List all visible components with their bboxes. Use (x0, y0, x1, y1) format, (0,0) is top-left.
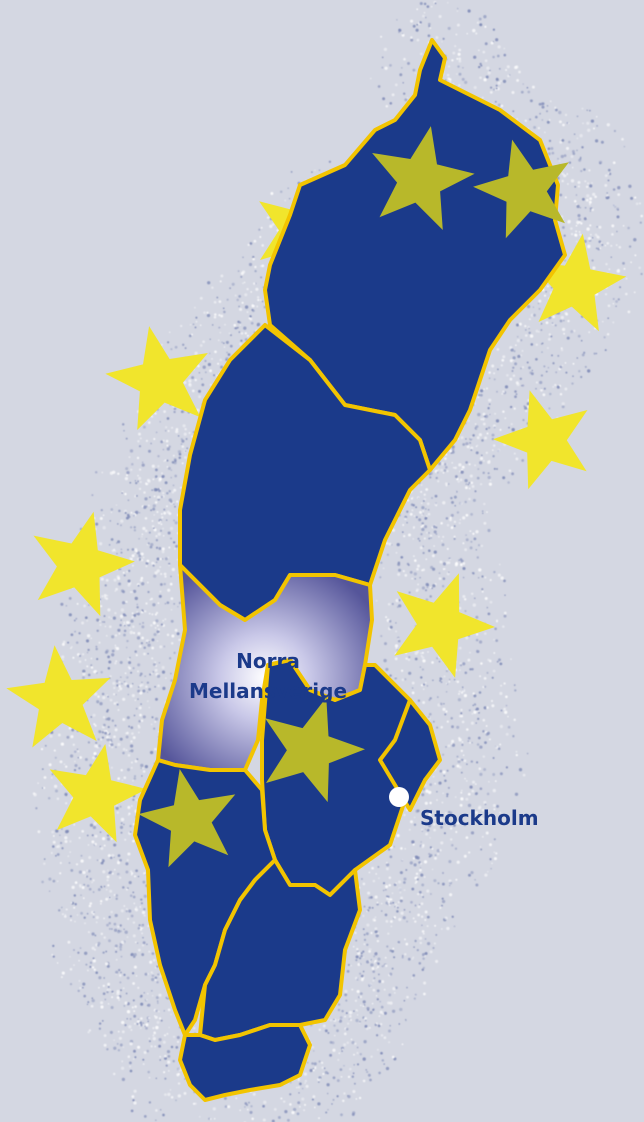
eu-star-icon (493, 390, 588, 490)
eu-star-icon (528, 233, 627, 332)
eu-star-group-inside (138, 126, 569, 868)
region-label-line1: Norra (236, 649, 300, 673)
city-label-stockholm: Stockholm (420, 806, 539, 830)
eu-star-icon (473, 139, 569, 239)
region-stockholm[interactable] (378, 698, 442, 812)
region-label: Norra Mellansverige (189, 649, 347, 703)
eu-star-icon (105, 326, 208, 430)
eu-star-icon (394, 573, 495, 678)
eu-star-icon (49, 744, 147, 843)
city-dot-icon[interactable] (389, 787, 409, 807)
region-sydsverige[interactable] (178, 1023, 312, 1102)
eu-star-icon (372, 126, 475, 230)
eu-star-icon (138, 769, 236, 868)
eu-star-icon (33, 511, 135, 617)
eu-star-icon (265, 697, 365, 803)
region-label-line2: Mellansverige (189, 679, 347, 703)
eu-star-icon (6, 645, 111, 748)
